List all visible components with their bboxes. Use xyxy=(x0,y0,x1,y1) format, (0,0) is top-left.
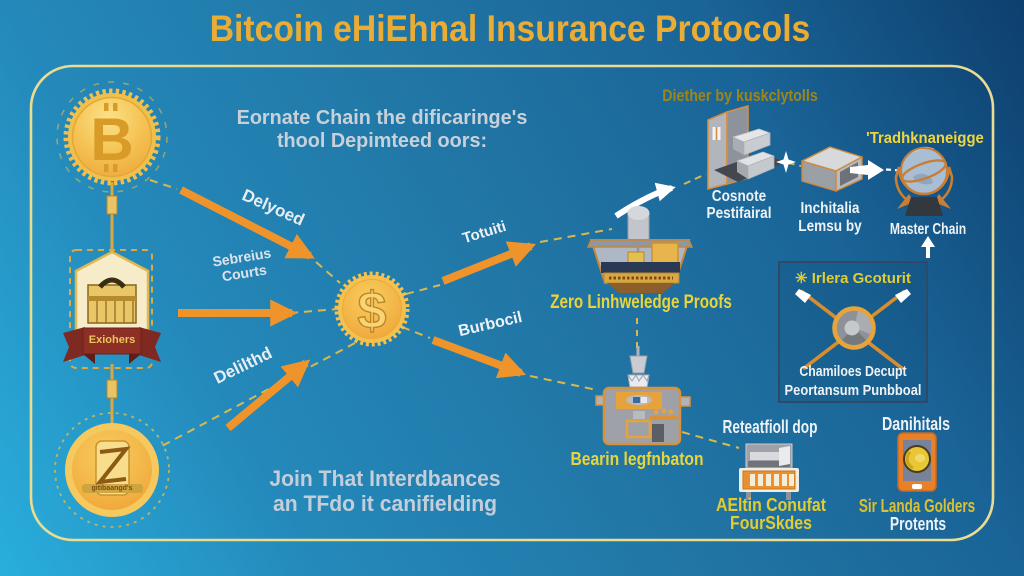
svg-text:B: B xyxy=(90,106,133,173)
svg-text:$: $ xyxy=(358,282,387,340)
